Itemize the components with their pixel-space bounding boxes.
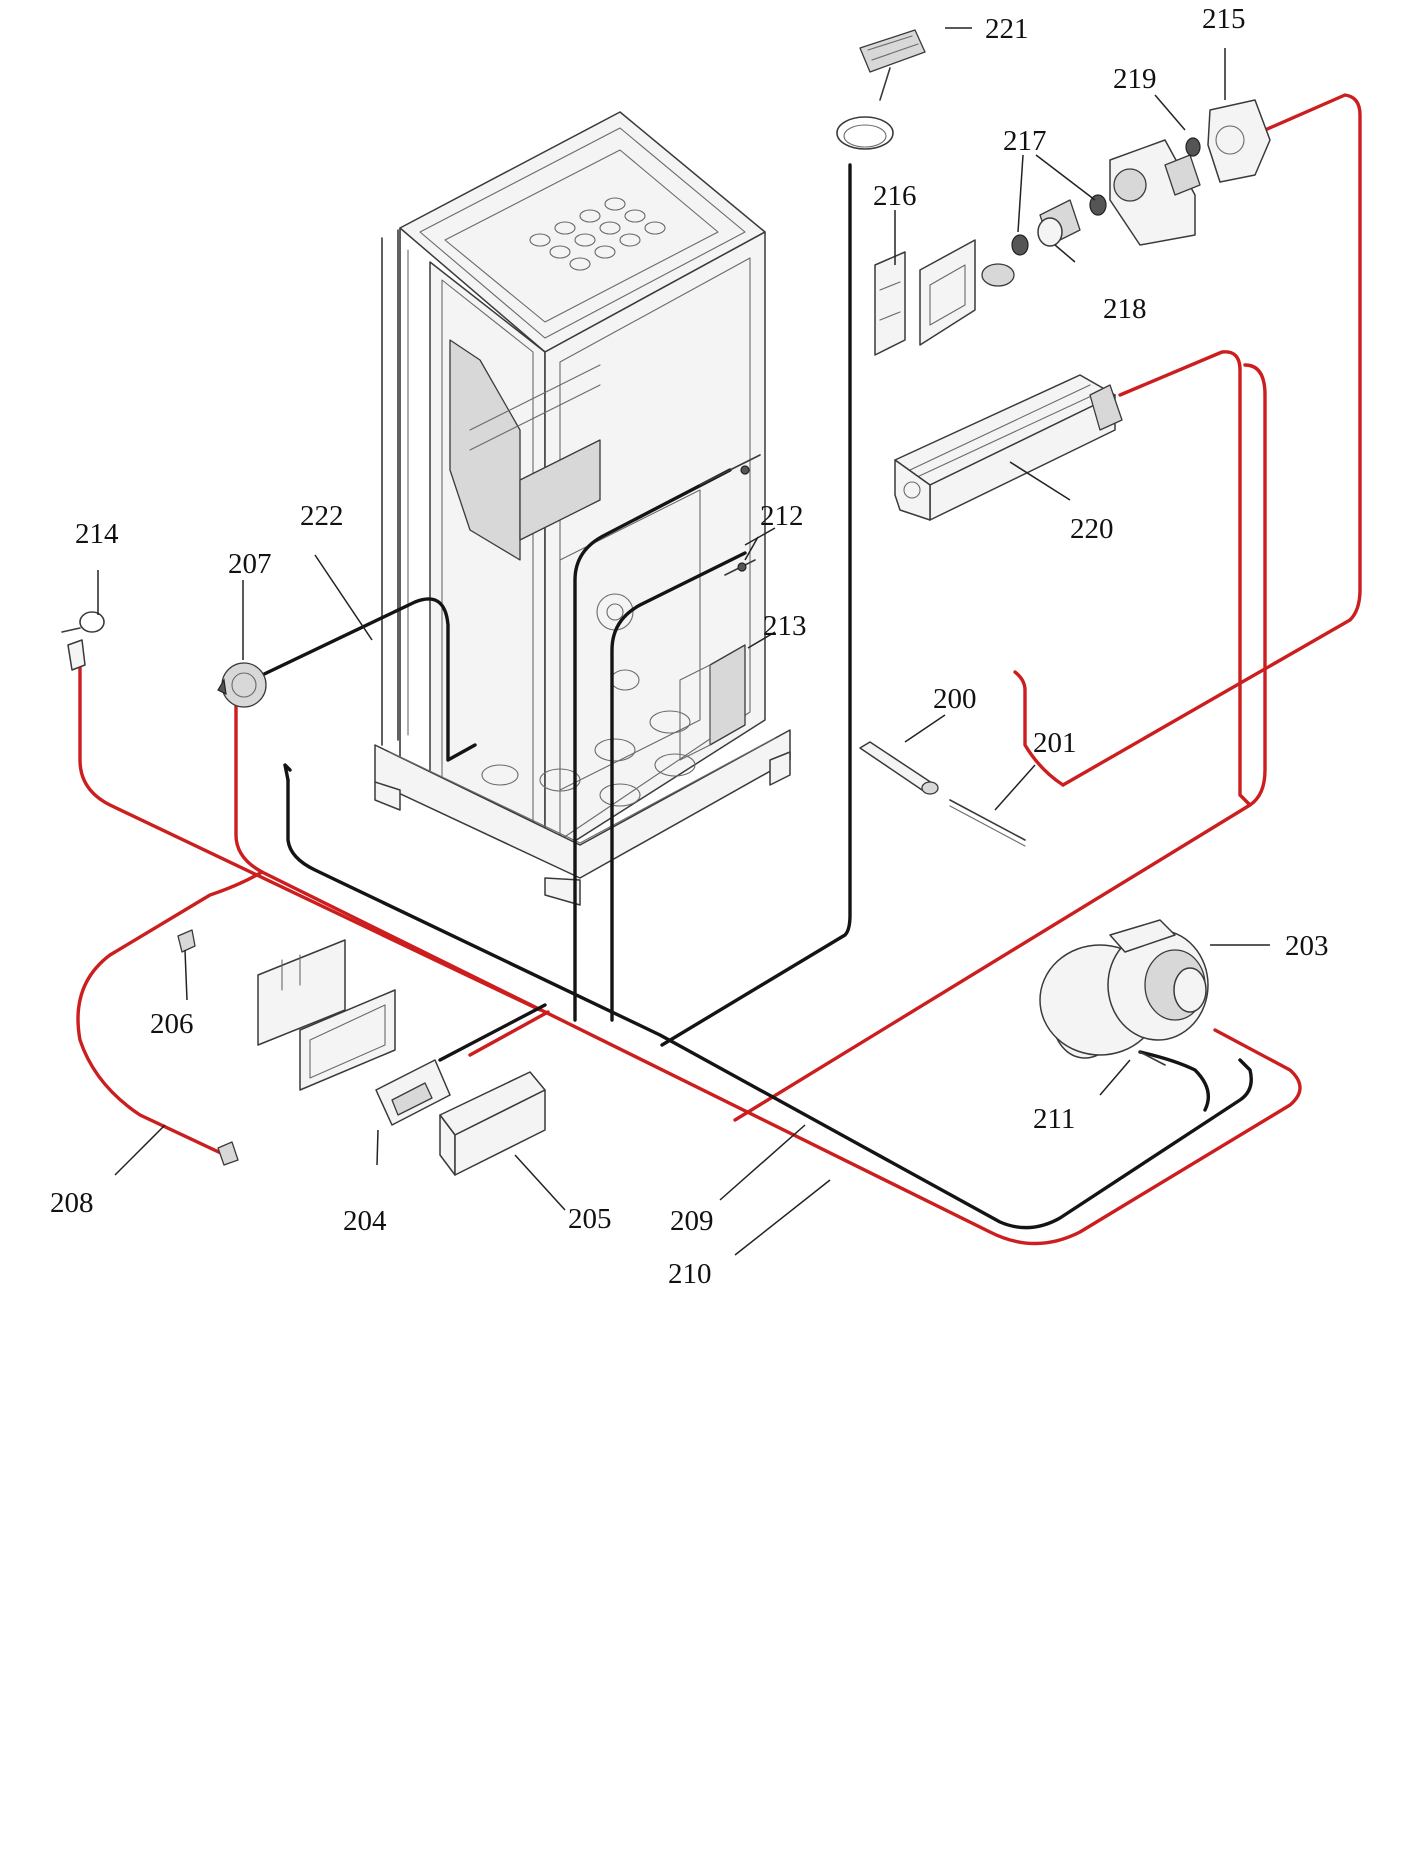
- part-207-pressure-switch: [217, 662, 267, 708]
- part-217-seals: [1011, 194, 1107, 256]
- callout-222: 222: [300, 500, 344, 532]
- callout-208: 208: [50, 1187, 94, 1219]
- callout-209: 209: [670, 1205, 714, 1237]
- part-218-coupling: [1037, 199, 1081, 247]
- callout-201: 201: [1033, 727, 1077, 759]
- part-215-gearmotor: [1109, 99, 1271, 246]
- part-221-display: [836, 29, 926, 150]
- stove-frame: [374, 111, 791, 906]
- callout-205: 205: [568, 1203, 612, 1235]
- part-mounting-bracket: [257, 939, 396, 1091]
- callout-217: 217: [1003, 125, 1047, 157]
- callout-220: 220: [1070, 513, 1114, 545]
- callout-204: 204: [343, 1205, 387, 1237]
- callout-219: 219: [1113, 63, 1157, 95]
- callout-200: 200: [933, 683, 977, 715]
- callout-211: 211: [1033, 1103, 1075, 1135]
- part-204-control-board: [375, 1059, 451, 1126]
- part-200-igniter-sleeve: [859, 741, 939, 795]
- callout-216: 216: [873, 180, 917, 212]
- leader-lines: [97, 27, 1270, 1256]
- callout-labels: 221 215 219 217 216 218 220 212 213 200 …: [50, 3, 1329, 1290]
- callout-214: 214: [75, 518, 119, 550]
- part-208-power-plug: [217, 1141, 239, 1166]
- callout-218: 218: [1103, 293, 1147, 325]
- red-wire-harness: [76, 93, 1362, 1246]
- part-216-plate: [874, 251, 906, 356]
- part-212-sensors: [699, 454, 761, 576]
- part-203-exhaust-fan: [1039, 919, 1209, 1059]
- callout-212: 212: [760, 500, 804, 532]
- part-214-thermostat: [61, 611, 105, 671]
- callout-221: 221: [985, 13, 1029, 45]
- callout-213: 213: [763, 610, 807, 642]
- black-wire-harness: [256, 163, 1253, 1230]
- part-211-probe: [1139, 1051, 1166, 1066]
- callout-203: 203: [1285, 930, 1329, 962]
- part-205-igniter: [439, 1071, 546, 1176]
- callout-215: 215: [1202, 3, 1246, 35]
- part-216-bracket: [919, 239, 1015, 346]
- callout-207: 207: [228, 548, 272, 580]
- callout-210: 210: [668, 1258, 712, 1290]
- part-220-tangential-fan: [894, 374, 1123, 521]
- part-201-heater-rod: [949, 799, 1026, 847]
- part-206-sensor: [177, 929, 196, 953]
- callout-206: 206: [150, 1008, 194, 1040]
